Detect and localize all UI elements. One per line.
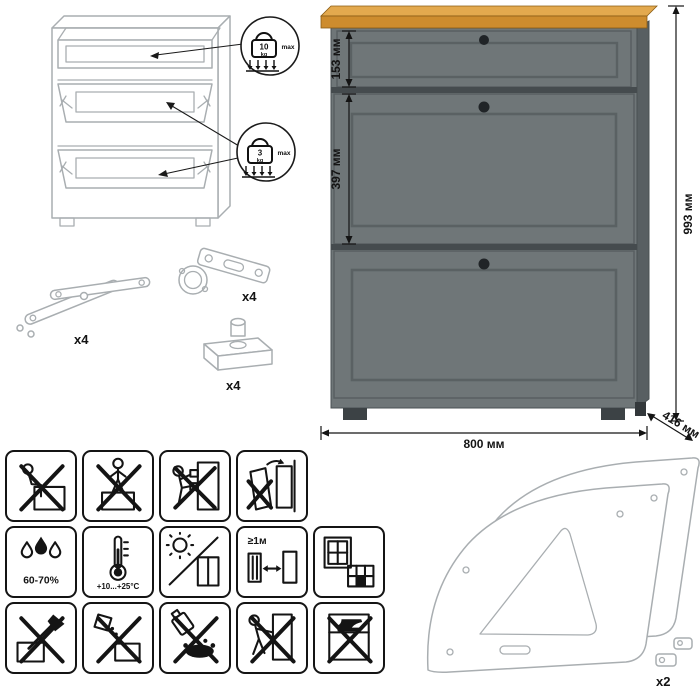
- temperature-label: +10...+25°С: [97, 582, 140, 591]
- window-tiles-icon: [313, 526, 385, 598]
- drawer-load-value: 10: [260, 43, 269, 52]
- leader-flap1: [171, 105, 240, 147]
- cabinet-render: 153 мм 397 мм 993 мм 800 мм 416 мм: [320, 5, 700, 451]
- gap-2: [331, 244, 637, 250]
- flap1-knob[interactable]: [478, 101, 490, 113]
- dim-overall-height: 993 мм: [668, 5, 695, 422]
- frame-qty-label: x2: [656, 674, 670, 689]
- cabinet-side: [636, 20, 650, 409]
- load-arrows-icon: [242, 166, 275, 178]
- sketch-foot-right: [195, 217, 211, 227]
- dim-overall-width: 800 мм: [320, 426, 648, 451]
- sketch-top: [51, 15, 231, 29]
- sketch-foot-left: [59, 217, 75, 227]
- dim-overall-width-label: 800 мм: [463, 437, 504, 451]
- gap-1: [331, 87, 637, 93]
- no-spilling-icon: [82, 602, 154, 674]
- stay-qty-label: x4: [74, 332, 89, 347]
- cabinet-wireframe-sketch: 10 kg max 3 kg max: [51, 15, 300, 227]
- flap2-front[interactable]: [333, 250, 635, 399]
- flap-load-max: max: [277, 150, 290, 157]
- humidity-icon: 60-70%: [5, 526, 77, 598]
- heater-distance-label: ≥1м: [248, 536, 267, 547]
- flap-side-frames-sketch: x2: [426, 457, 700, 689]
- no-standing-icon: [82, 450, 154, 522]
- wood-top-edge: [320, 15, 648, 29]
- drawer-load-max: max: [281, 44, 294, 51]
- hardware-parts: x4 x4 x4: [16, 247, 273, 393]
- cabinet-foot-right: [601, 408, 625, 420]
- flap-stay-icon: [16, 276, 151, 338]
- cabinet-foot-back: [635, 402, 646, 416]
- frame-latch-parts: [655, 637, 693, 667]
- dim-overall-height-label: 993 мм: [681, 193, 695, 234]
- load-arrows-icon: [246, 60, 279, 72]
- sketch-drawer-front: [57, 39, 213, 69]
- weight-10kg-icon: [251, 39, 277, 58]
- drawer-load-unit: kg: [261, 52, 267, 58]
- flap1-front[interactable]: [333, 93, 635, 245]
- no-pushing-cabinet-icon: [236, 602, 308, 674]
- no-climbing-drawers-icon: [159, 450, 231, 522]
- dim-flap-height-label: 397 мм: [329, 148, 343, 189]
- leader-flap2: [163, 157, 239, 175]
- no-direct-sunlight-icon: [159, 526, 231, 598]
- dim-flap-height: 397 мм: [329, 93, 356, 245]
- wood-top-surface: [320, 5, 658, 17]
- dim-overall-depth: 416 мм: [647, 408, 700, 441]
- flap-frame-front: [426, 483, 670, 673]
- humidity-label: 60-70%: [23, 576, 59, 587]
- leader-drawer: [155, 43, 244, 56]
- no-solvents-icon: [159, 602, 231, 674]
- flap-load-unit: kg: [257, 158, 263, 164]
- dim-drawer-height-label: 153 мм: [329, 38, 343, 79]
- drawer-load-callout: 10 kg max: [240, 16, 300, 76]
- flap-load-value: 3: [258, 149, 263, 158]
- weight-3kg-icon: [247, 145, 273, 164]
- flap-load-callout: 3 kg max: [236, 122, 296, 182]
- heater-distance-icon: ≥1м: [236, 526, 308, 598]
- sketch-flap2-hinges: [59, 161, 211, 175]
- no-sitting-icon: [5, 450, 77, 522]
- foot-icon: [203, 317, 273, 371]
- dim-drawer-height: 153 мм: [329, 30, 356, 88]
- drawer-front[interactable]: [336, 30, 632, 88]
- sketch-flap1-panel: [75, 91, 195, 113]
- no-heavy-load-icon: [313, 602, 385, 674]
- temperature-icon: +10...+25°С: [82, 526, 154, 598]
- drawer-knob[interactable]: [479, 35, 489, 45]
- no-chopping-icon: [5, 602, 77, 674]
- foot-qty-label: x4: [226, 378, 241, 393]
- flap2-knob[interactable]: [478, 258, 490, 270]
- sketch-drawer-panel: [65, 45, 205, 63]
- hinge-icon: [178, 247, 271, 295]
- hinge-qty-label: x4: [242, 289, 257, 304]
- secure-to-wall-icon: [236, 450, 308, 522]
- cabinet-foot-left: [343, 408, 367, 420]
- care-pictogram-grid: 60-70% +10...+25°С: [5, 450, 390, 678]
- sketch-flap1-hinges: [59, 95, 211, 109]
